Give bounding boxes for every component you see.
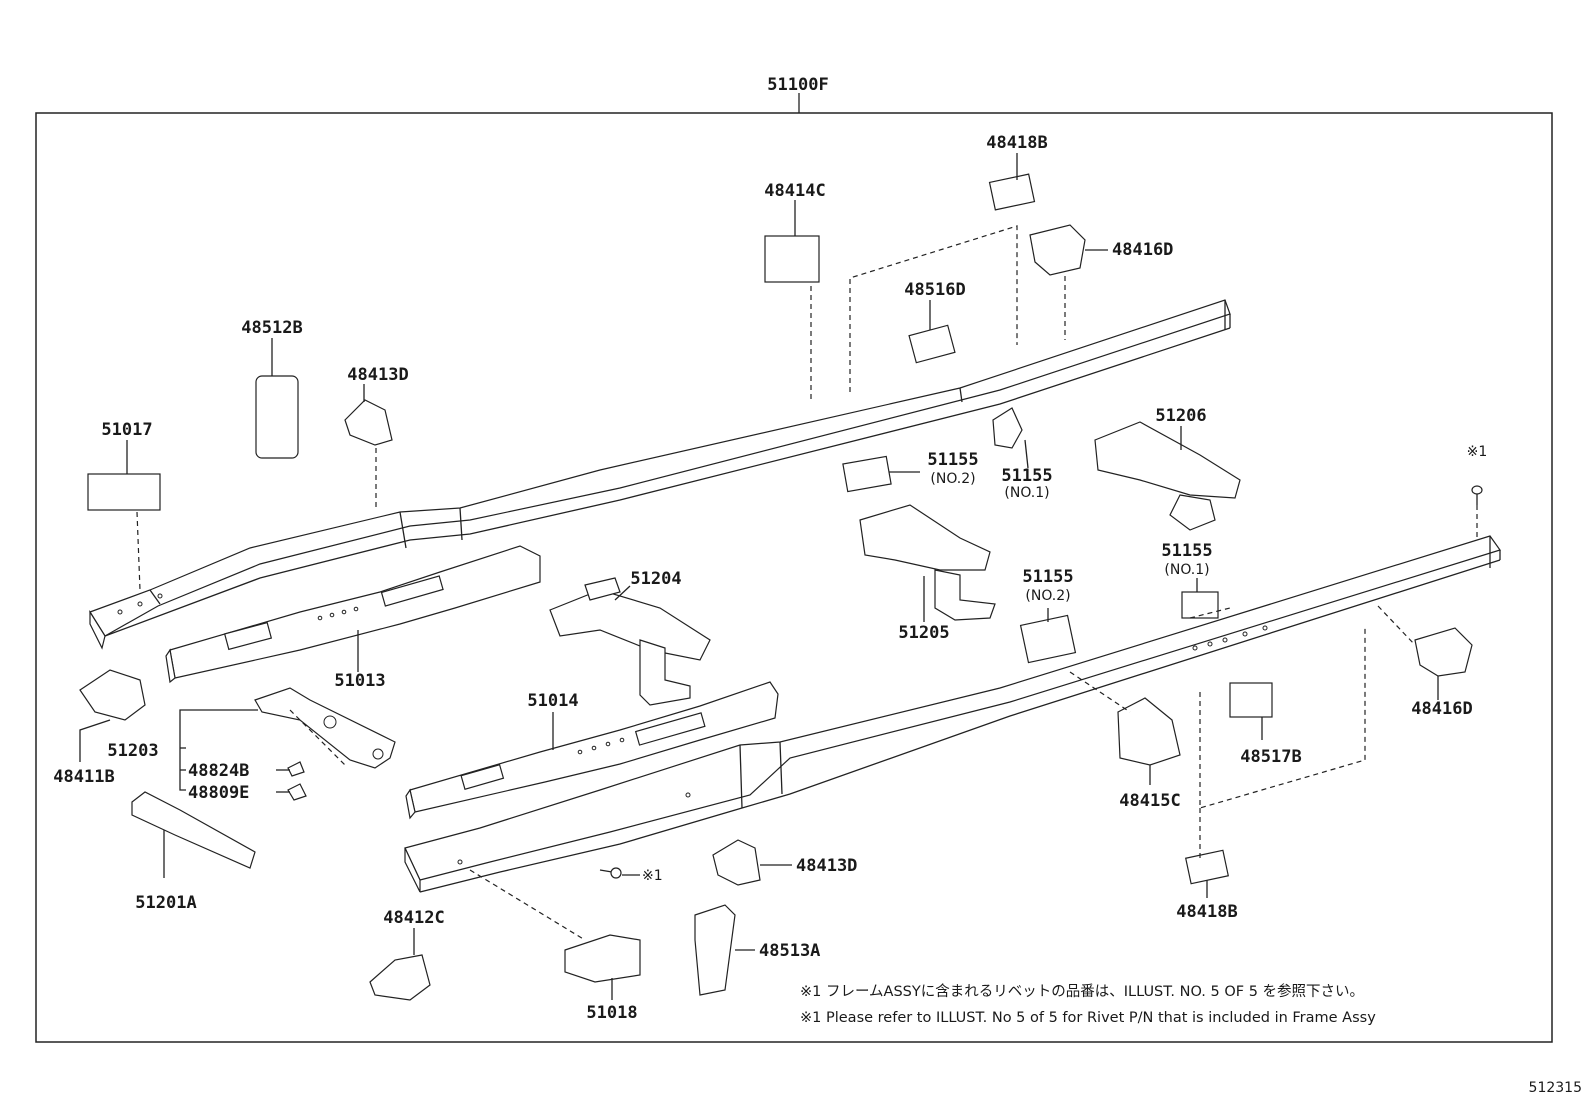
bracket-48418B-bottom <box>1185 849 1229 885</box>
title-part-number: 51100F <box>767 75 828 95</box>
plate-51155-no1-top <box>992 407 1023 449</box>
upper-side-rail <box>89 299 1231 650</box>
crossmember-51205 <box>859 504 996 621</box>
leader-lines <box>79 153 1439 1000</box>
inner-rail-51013 <box>165 545 541 684</box>
bracket-48416D-top <box>1029 224 1086 276</box>
rivet-right <box>1471 485 1483 505</box>
bracket-48415C <box>1117 697 1181 766</box>
bracket-48513A <box>694 904 736 996</box>
label-48418B-top: 48418B <box>986 133 1047 153</box>
note-english: ※1 Please refer to ILLUST. No 5 of 5 for… <box>800 1010 1376 1026</box>
bracket-48414C <box>764 235 820 283</box>
rivet-left <box>599 867 622 879</box>
bracket-48517B <box>1229 682 1273 718</box>
label-51155-no2-mid: 51155 <box>1022 567 1073 587</box>
label-48516D: 48516D <box>904 280 965 300</box>
bracket-48413D-bottom <box>712 839 761 886</box>
bracket-48809E <box>287 783 307 801</box>
illustration-number: 512315 <box>1529 1080 1582 1096</box>
frame-assembly-border <box>35 112 1553 1043</box>
label-48413D-top: 48413D <box>347 365 408 385</box>
label-48414C: 48414C <box>764 181 825 201</box>
label-rivet-left: ※1 <box>642 868 663 884</box>
label-48824B: 48824B <box>188 761 249 781</box>
bracket-48413D-top <box>344 399 393 446</box>
label-51155-no2-top: 51155 <box>927 450 978 470</box>
plate-51155-no1-right <box>1181 591 1219 619</box>
bracket-48411B <box>79 669 146 721</box>
label-48412C: 48412C <box>383 908 444 928</box>
lower-side-rail <box>404 535 1501 893</box>
assembly-guide-lines <box>136 225 1478 941</box>
label-51155-no1-right-sub: (NO.1) <box>1164 562 1209 578</box>
crossmember-51201A <box>131 791 256 869</box>
label-48411B: 48411B <box>53 767 114 787</box>
label-48416D-top: 48416D <box>1112 240 1173 260</box>
label-51155-no2-mid-sub: (NO.2) <box>1025 588 1070 604</box>
bracket-48416D-right <box>1414 627 1473 677</box>
label-48513A: 48513A <box>759 941 820 961</box>
bracket-48418B-top <box>988 173 1036 211</box>
label-51205: 51205 <box>898 623 949 643</box>
label-48512B: 48512B <box>241 318 302 338</box>
bracket-48512B <box>255 375 299 459</box>
bracket-51018 <box>564 934 641 983</box>
label-51201A: 51201A <box>135 893 196 913</box>
label-51155-no1-right: 51155 <box>1161 541 1212 561</box>
label-51155-no1-top-sub: (NO.1) <box>1004 485 1049 501</box>
bracket-48412C <box>369 954 431 1001</box>
bracket-48824B <box>287 761 305 777</box>
label-48415C: 48415C <box>1119 791 1180 811</box>
label-48418B-bottom: 48418B <box>1176 902 1237 922</box>
crossmember-51203 <box>254 687 396 769</box>
inner-rail-51014 <box>405 681 779 820</box>
bracket-48516D <box>908 324 956 364</box>
label-48413D-bottom: 48413D <box>796 856 857 876</box>
label-48517B: 48517B <box>1240 747 1301 767</box>
label-51206: 51206 <box>1155 406 1206 426</box>
crossmember-51204 <box>549 577 711 706</box>
plate-51155-no2-top <box>842 455 892 493</box>
label-51013: 51013 <box>334 671 385 691</box>
label-51204: 51204 <box>630 569 681 589</box>
label-51017: 51017 <box>101 420 152 440</box>
label-51018: 51018 <box>586 1003 637 1023</box>
label-48416D-right: 48416D <box>1411 699 1472 719</box>
label-rivet-right: ※1 <box>1467 444 1488 460</box>
label-51155-no2-top-sub: (NO.2) <box>930 471 975 487</box>
note-japanese: ※1 フレームASSYに含まれるリベットの品番は、ILLUST. NO. 5 O… <box>800 983 1364 1000</box>
label-48809E: 48809E <box>188 783 249 803</box>
label-51014: 51014 <box>527 691 578 711</box>
label-51155-no1-top: 51155 <box>1001 466 1052 486</box>
crossmember-51206 <box>1094 421 1241 531</box>
bracket-51017 <box>87 473 161 511</box>
label-51203: 51203 <box>107 741 158 761</box>
plate-51155-no2-mid <box>1019 614 1077 664</box>
